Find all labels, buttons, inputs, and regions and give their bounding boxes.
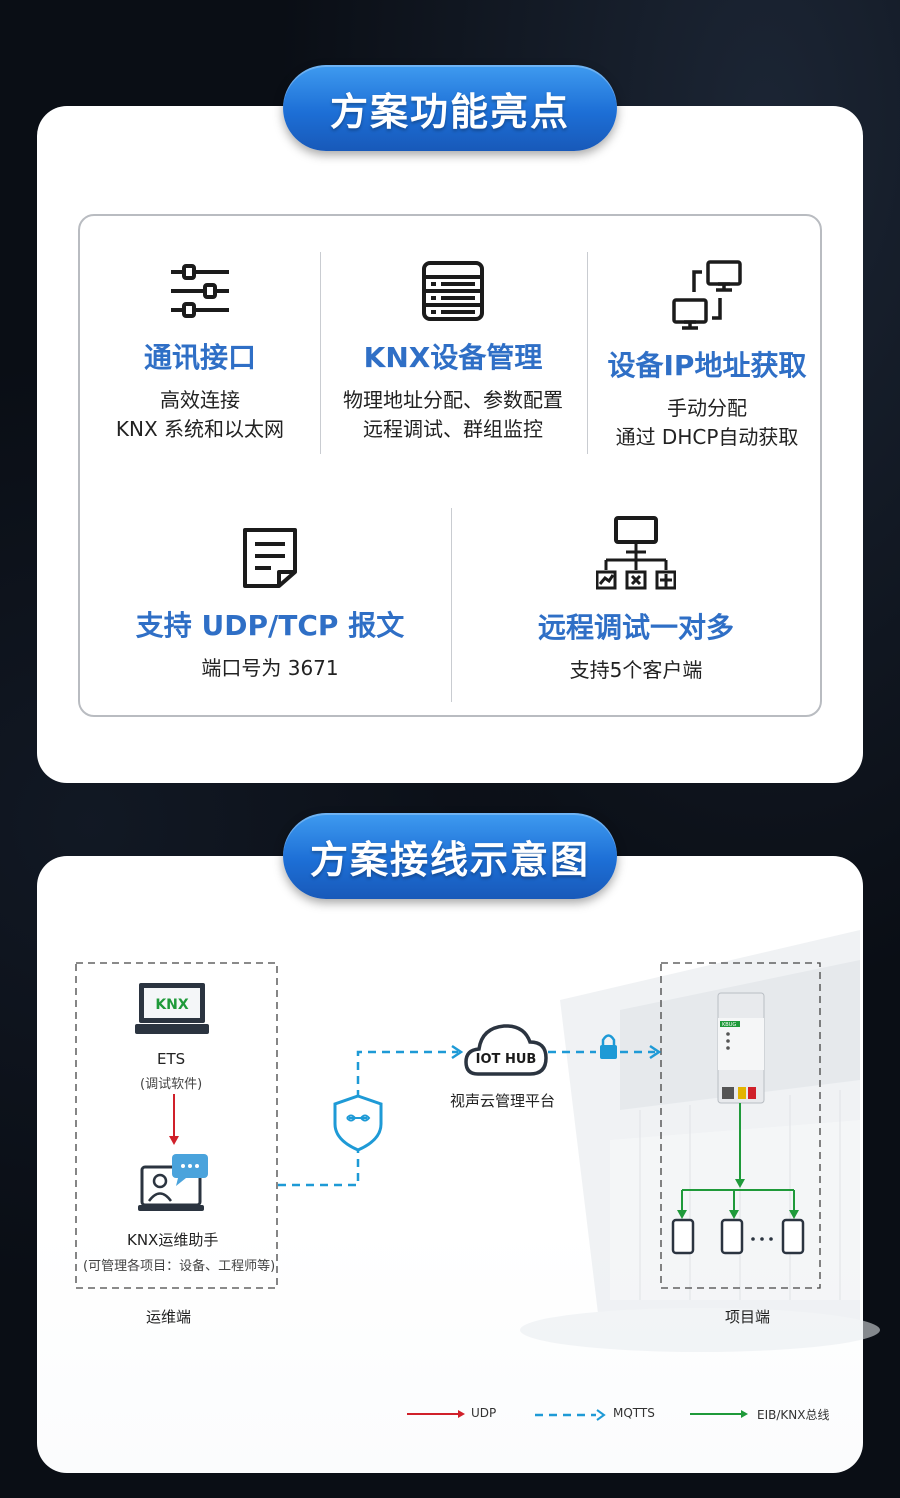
legend-mqtts-label: MQTTS [613, 1406, 655, 1420]
document-icon [243, 528, 297, 588]
features-grid: 通讯接口 高效连接 KNX 系统和以太网 KNX设备管理 物理地址分配、参数配置… [78, 214, 822, 717]
building-backdrop [520, 930, 880, 1352]
feature-desc-line: KNX 系统和以太网 [115, 417, 285, 441]
feature-desc-line: 手动分配 [667, 396, 747, 420]
feature-desc-line: 端口号为 3671 [201, 656, 339, 680]
legend-udp-label: UDP [471, 1406, 497, 1420]
ets-laptop-icon: KNX [135, 983, 209, 1034]
feature-desc-line: 高效连接 [160, 388, 240, 412]
divider [320, 252, 321, 454]
feature-knx-device-mgmt: KNX设备管理 物理地址分配、参数配置 远程调试、群组监控 [330, 260, 576, 444]
legend-knx-label: EIB/KNX总线 [757, 1408, 830, 1422]
knx-bus-arrowheads [677, 1179, 799, 1219]
ops-end-box [75, 962, 278, 1289]
knx-gateway-device: KBUG [717, 992, 765, 1104]
mqtts-line [278, 1050, 655, 1187]
network-computers-icon [672, 260, 742, 330]
sliders-icon [171, 264, 229, 318]
feature-title: 远程调试一对多 [537, 611, 734, 644]
feature-desc: 物理地址分配、参数配置 远程调试、群组监控 [330, 386, 576, 444]
mqtts-arrowhead [649, 1044, 662, 1060]
feature-desc-line: 通过 DHCP自动获取 [615, 425, 799, 449]
cloud-icon: IOT HUB [464, 1024, 548, 1076]
end-device-icon [781, 1218, 805, 1255]
knx-logo: KNX [155, 997, 189, 1013]
feature-desc: 支持5个客户端 [464, 656, 808, 685]
feature-title: KNX设备管理 [363, 341, 543, 374]
ets-sub-label: (调试软件) [140, 1077, 203, 1092]
lock-icon [600, 1034, 617, 1059]
feature-title: 通讯接口 [143, 341, 256, 374]
features-title-text: 方案功能亮点 [329, 89, 570, 134]
presentation-network-icon [596, 516, 676, 590]
cloud-label-text: IOT HUB [476, 1052, 537, 1067]
feature-title: 设备IP地址获取 [607, 349, 807, 382]
wiring-title-text: 方案接线示意图 [309, 837, 590, 882]
feature-desc-line: 支持5个客户端 [569, 658, 703, 682]
knx-end-devices [671, 1218, 805, 1255]
feature-udp-tcp: 支持 UDP/TCP 报文 端口号为 3671 [100, 526, 440, 683]
feature-title: 支持 UDP/TCP 报文 [135, 609, 405, 642]
ellipsis-dots [751, 1237, 773, 1241]
feature-ip-address: 设备IP地址获取 手动分配 通过 DHCP自动获取 [592, 260, 822, 452]
feature-desc: 高效连接 KNX 系统和以太网 [90, 386, 310, 444]
wiring-section-title: 方案接线示意图 [283, 813, 617, 899]
project-end-label: 项目端 [725, 1308, 771, 1326]
feature-desc-line: 物理地址分配、参数配置 [343, 388, 563, 412]
divider [587, 252, 588, 454]
feature-desc-line: 远程调试、群组监控 [363, 417, 543, 441]
end-device-icon [720, 1218, 744, 1255]
assistant-label: KNX运维助手 [127, 1231, 219, 1249]
feature-remote-debug: 远程调试一对多 支持5个客户端 [464, 516, 808, 685]
assistant-computer-icon [138, 1154, 208, 1211]
feature-comm-interface: 通讯接口 高效连接 KNX 系统和以太网 [90, 260, 310, 444]
project-end-box [660, 962, 821, 1289]
knx-bus-line [681, 1103, 795, 1212]
device-brand-text: KBUG [722, 1022, 736, 1028]
assistant-sub-label: (可管理各项目：设备、工程师等) [83, 1259, 276, 1274]
server-list-icon [422, 261, 484, 321]
udp-arrowhead [169, 1136, 179, 1145]
mqtts-arrowhead [451, 1044, 464, 1060]
feature-desc: 手动分配 通过 DHCP自动获取 [592, 394, 822, 452]
ets-label: ETS [157, 1050, 186, 1068]
legend [407, 1409, 748, 1421]
divider [451, 508, 452, 702]
feature-desc: 端口号为 3671 [100, 654, 440, 683]
features-section-title: 方案功能亮点 [283, 65, 617, 151]
cloud-platform-label: 视声云管理平台 [450, 1092, 556, 1110]
end-device-icon [671, 1218, 695, 1255]
ops-end-label: 运维端 [146, 1308, 192, 1326]
security-shield-icon [333, 1094, 383, 1152]
